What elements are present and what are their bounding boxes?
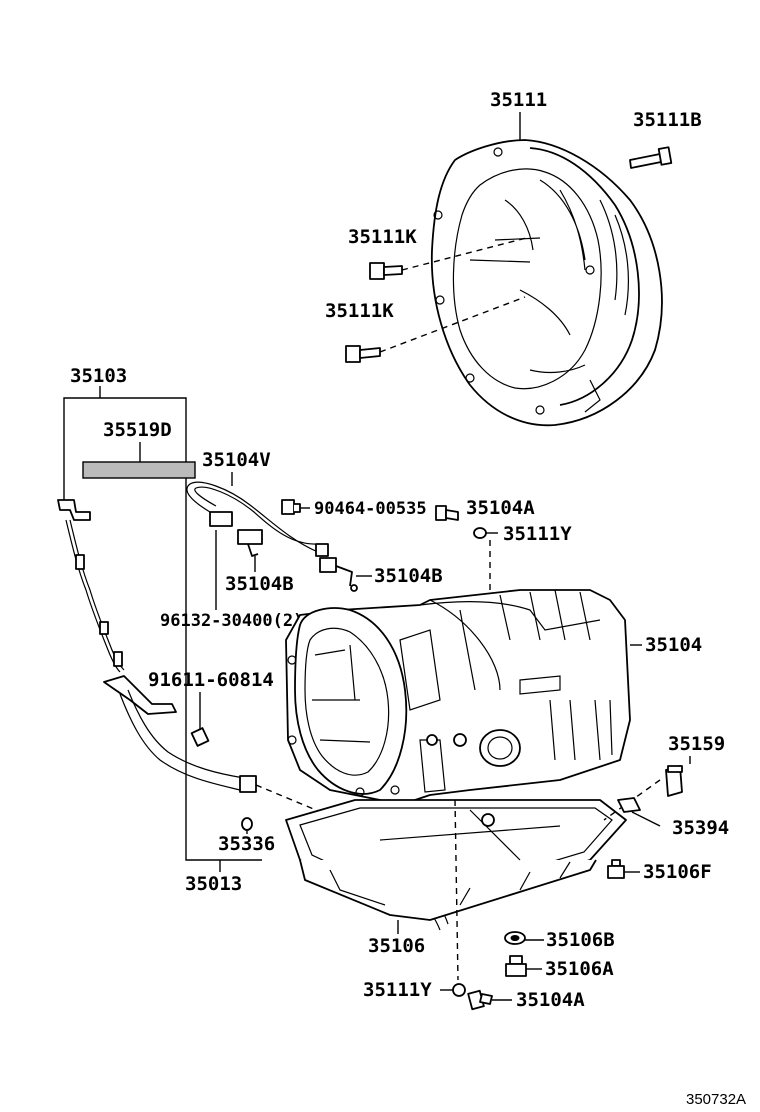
bolt-91611 bbox=[190, 727, 210, 747]
callout-35106b: 35106B bbox=[546, 929, 615, 951]
callout-35104a-bottom: 35104A bbox=[516, 989, 585, 1011]
callout-35111b: 35111B bbox=[633, 109, 702, 131]
plug-35104a-bottom bbox=[467, 989, 493, 1011]
union-35104b-right bbox=[319, 557, 358, 592]
caution-plate-35519d bbox=[82, 461, 196, 479]
callout-35111: 35111 bbox=[490, 89, 547, 111]
o-ring-35336 bbox=[241, 817, 253, 831]
gasket-35106b bbox=[504, 931, 526, 945]
callout-35104v: 35104V bbox=[202, 449, 271, 471]
callout-35103: 35103 bbox=[70, 365, 127, 387]
callout-35111k-lower: 35111K bbox=[325, 300, 394, 322]
figure-id: 350732A bbox=[686, 1091, 746, 1108]
plug-35104a-top bbox=[435, 505, 459, 521]
callout-35111y-bottom: 35111Y bbox=[363, 979, 432, 1001]
bolt-35111k-upper bbox=[369, 262, 403, 280]
callout-35336: 35336 bbox=[218, 833, 275, 855]
callout-35104b-left: 35104B bbox=[225, 573, 294, 595]
callout-91611-60814: 91611-60814 bbox=[148, 669, 274, 691]
callout-35519d: 35519D bbox=[103, 419, 172, 441]
callout-35104: 35104 bbox=[645, 634, 702, 656]
callout-35111y-top: 35111Y bbox=[503, 523, 572, 545]
callout-35394: 35394 bbox=[672, 817, 729, 839]
callout-35159: 35159 bbox=[668, 733, 725, 755]
o-ring-35111y-top bbox=[473, 527, 487, 539]
callout-35106a: 35106A bbox=[545, 958, 614, 980]
callout-35111k-upper: 35111K bbox=[348, 226, 417, 248]
callout-35104b-right: 35104B bbox=[374, 565, 443, 587]
callout-35106: 35106 bbox=[368, 935, 425, 957]
bolt-35111b bbox=[629, 146, 673, 169]
callout-35104a-top: 35104A bbox=[466, 497, 535, 519]
dipstick-35103 bbox=[57, 499, 125, 673]
callout-96132-30400: 96132-30400(2) bbox=[160, 611, 303, 631]
o-ring-35111y-bottom bbox=[452, 983, 466, 997]
callout-35106f: 35106F bbox=[643, 861, 712, 883]
callout-90464-00535: 90464-00535 bbox=[314, 499, 427, 519]
strainer-35159 bbox=[665, 765, 683, 797]
converter-housing bbox=[430, 139, 663, 427]
bolt-35111k-lower bbox=[345, 345, 381, 363]
plug-35106a bbox=[505, 955, 527, 977]
callout-35013: 35013 bbox=[185, 873, 242, 895]
plug-90464 bbox=[281, 499, 301, 515]
drain-plug-35106f bbox=[607, 859, 625, 879]
breather-hose bbox=[186, 481, 329, 557]
magnet-35394 bbox=[617, 797, 641, 813]
transmission-case-35104 bbox=[285, 589, 631, 806]
